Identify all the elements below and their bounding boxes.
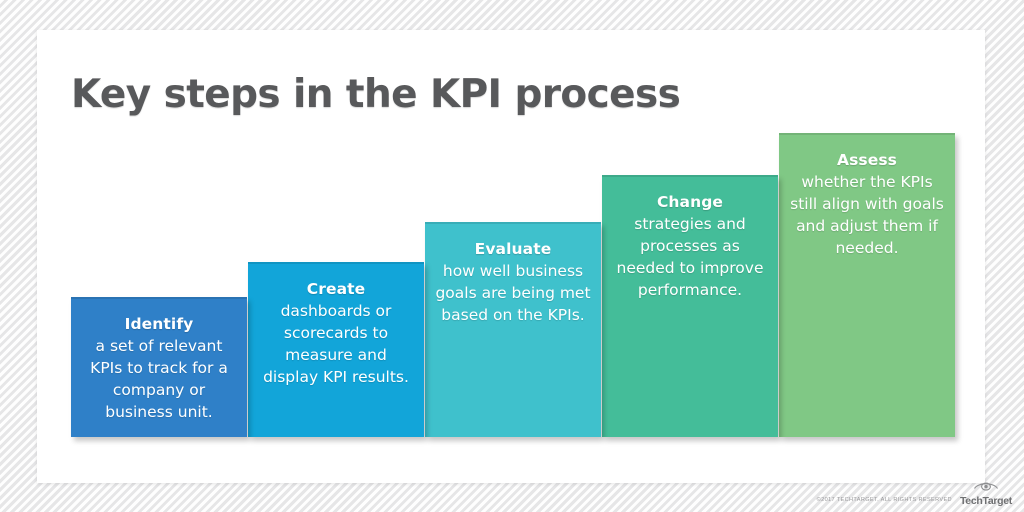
page-title: Key steps in the KPI process	[71, 72, 681, 117]
step-content: Evaluate how well business goals are bei…	[434, 222, 592, 326]
techtarget-wordmark: TechTarget	[959, 494, 1012, 507]
step-content: Assess whether the KPIs still align with…	[788, 133, 946, 259]
step-heading: Assess	[836, 151, 897, 169]
step-content: Identify a set of relevant KPIs to track…	[80, 297, 238, 423]
step-body: strategies and processes as needed to im…	[616, 215, 764, 299]
step-body: dashboards or scorecards to measure and …	[263, 302, 409, 386]
footer-branding: ©2017 TECHTARGET. ALL RIGHTS RESERVED Te…	[817, 479, 1012, 507]
step-content: Create dashboards or scorecards to measu…	[257, 262, 415, 388]
techtarget-logo: TechTarget	[960, 479, 1012, 507]
step-body: a set of relevant KPIs to track for a co…	[90, 337, 228, 421]
step-heading: Identify	[124, 315, 194, 333]
step-bar-change[interactable]: Change strategies and processes as neede…	[602, 175, 778, 437]
step-bar-create[interactable]: Create dashboards or scorecards to measu…	[248, 262, 424, 437]
step-bar-assess[interactable]: Assess whether the KPIs still align with…	[779, 133, 955, 437]
step-heading: Create	[306, 280, 366, 298]
step-bar-identify[interactable]: Identify a set of relevant KPIs to track…	[71, 297, 247, 437]
eye-icon	[973, 479, 999, 495]
step-content: Change strategies and processes as neede…	[611, 175, 769, 301]
step-heading: Change	[656, 193, 724, 211]
step-bar-evaluate[interactable]: Evaluate how well business goals are bei…	[425, 222, 601, 437]
copyright-text: ©2017 TECHTARGET. ALL RIGHTS RESERVED	[816, 497, 952, 503]
step-body: how well business goals are being met ba…	[435, 262, 591, 324]
step-body: whether the KPIs still align with goals …	[790, 173, 944, 257]
step-heading: Evaluate	[474, 240, 552, 258]
